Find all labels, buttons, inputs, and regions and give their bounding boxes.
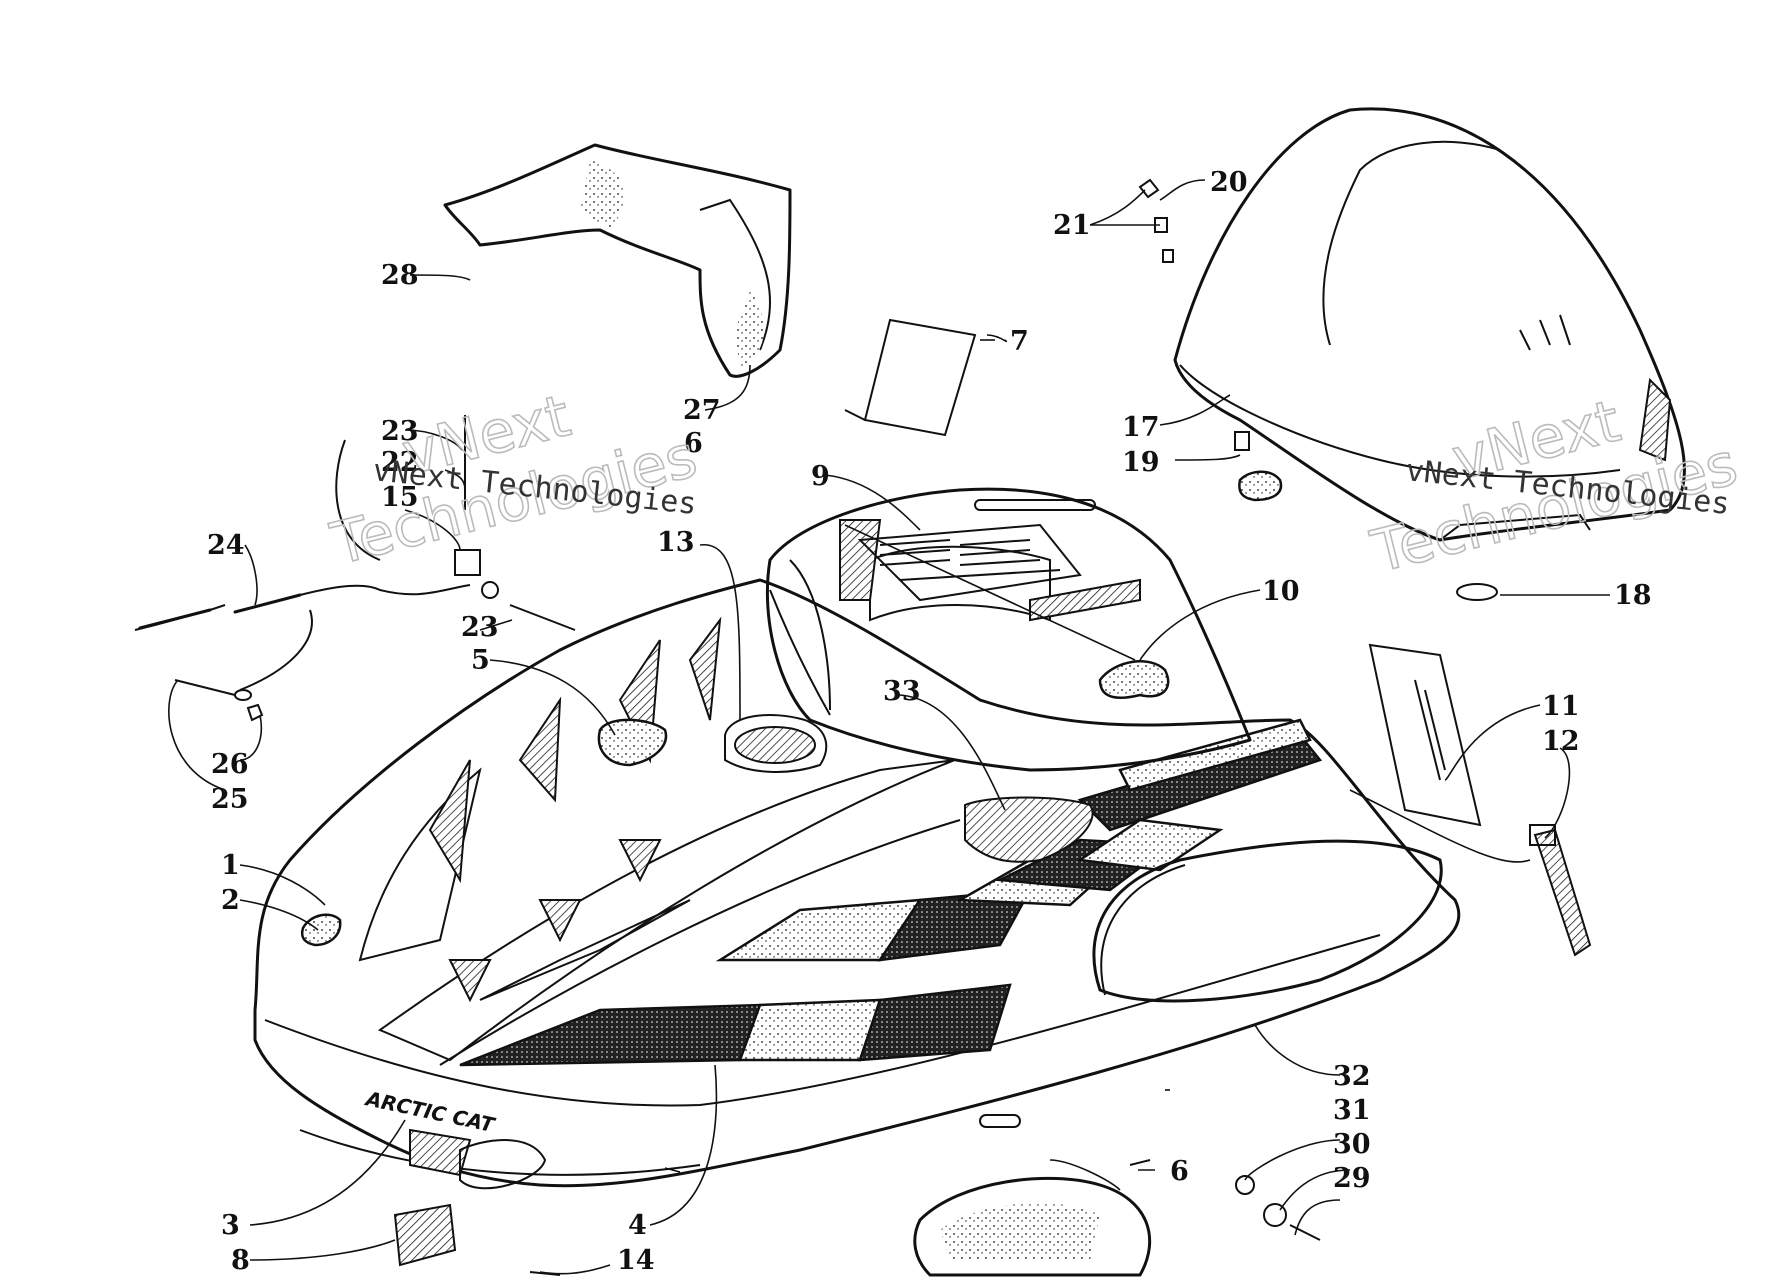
decal-5 [597,718,668,767]
bottom-pan [913,1176,1152,1277]
callout-33: 33 [883,676,921,707]
callout-3: 3 [221,1210,240,1241]
callout-6-top: 6 [684,428,703,459]
callout-31: 31 [1333,1095,1371,1126]
callout-10: 10 [1262,576,1300,607]
callout-6-bottom: 6 [1170,1156,1189,1187]
callout-1: 1 [221,850,240,881]
callout-25: 25 [211,784,249,815]
callout-26: 26 [211,749,249,780]
callout-21: 21 [1053,210,1091,241]
instruction-decal [857,523,1082,602]
windshield [1173,107,1686,542]
window-11 [1368,643,1482,827]
console-assembly [765,487,1252,772]
callout-23-lower: 23 [461,612,499,643]
callout-17: 17 [1122,412,1160,443]
callout-labels: 1 2 3 4 5 6 6 7 8 9 10 11 12 13 14 15 17… [207,167,1652,1276]
lower-hardware [529,1159,1321,1276]
callout-19: 19 [1122,447,1160,478]
callout-7: 7 [1010,326,1029,357]
mount-bracket-19 [1238,470,1283,502]
callout-27: 27 [683,395,721,426]
callout-5: 5 [471,645,490,676]
callout-13: 13 [657,527,695,558]
callout-24: 24 [207,530,245,561]
callout-4: 4 [628,1210,647,1241]
arctic-cat-decal: ARCTIC CAT [362,1086,498,1137]
callout-22: 22 [381,447,419,478]
callout-30: 30 [1333,1129,1371,1160]
washer-18 [1456,583,1498,601]
emblem-badge [724,714,828,773]
decal-10 [1098,660,1170,699]
callout-32: 32 [1333,1061,1371,1092]
callout-11: 11 [1542,691,1580,722]
strap-12 [1533,828,1592,957]
decal-2 [300,913,342,947]
deflector-panel [443,143,792,378]
leader-lines [168,179,1610,1275]
callout-23-top: 23 [381,416,419,447]
nut-21 [1138,178,1160,199]
callout-28: 28 [381,260,419,291]
screw-19 [1234,431,1250,451]
callout-18: 18 [1614,580,1652,611]
hood-assembly: ARCTIC CAT [253,578,1461,1190]
callout-12: 12 [1542,726,1580,757]
callout-14: 14 [617,1245,655,1276]
honeycomb-vent [964,796,1094,863]
callout-20: 20 [1210,167,1248,198]
bracket-8 [393,1203,457,1267]
callout-8: 8 [231,1245,250,1276]
window-7 [863,318,977,437]
callout-29: 29 [1333,1163,1371,1194]
callout-9: 9 [811,461,830,492]
cable-assembly [134,415,576,722]
callout-2: 2 [221,885,240,916]
callout-15: 15 [381,482,419,513]
